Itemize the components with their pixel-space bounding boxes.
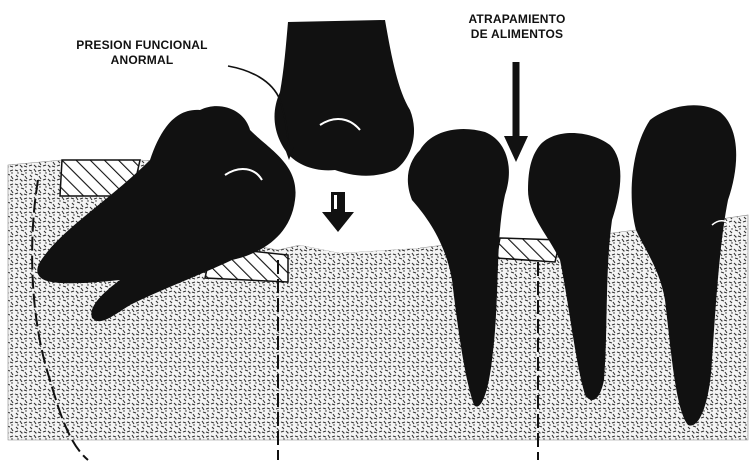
label-presion-line1: PRESION FUNCIONAL [52,38,232,53]
label-atrapamiento-line2: DE ALIMENTOS [462,27,572,42]
label-presion-line2: ANORMAL [52,53,232,68]
arrow-down-icon [504,62,528,162]
opposing-tooth [275,20,415,176]
label-atrapamiento-line1: ATRAPAMIENTO [462,12,572,27]
label-abnormal-functional-pressure: PRESION FUNCIONAL ANORMAL [52,38,232,68]
label-food-impaction: ATRAPAMIENTO DE ALIMENTOS [462,12,572,42]
